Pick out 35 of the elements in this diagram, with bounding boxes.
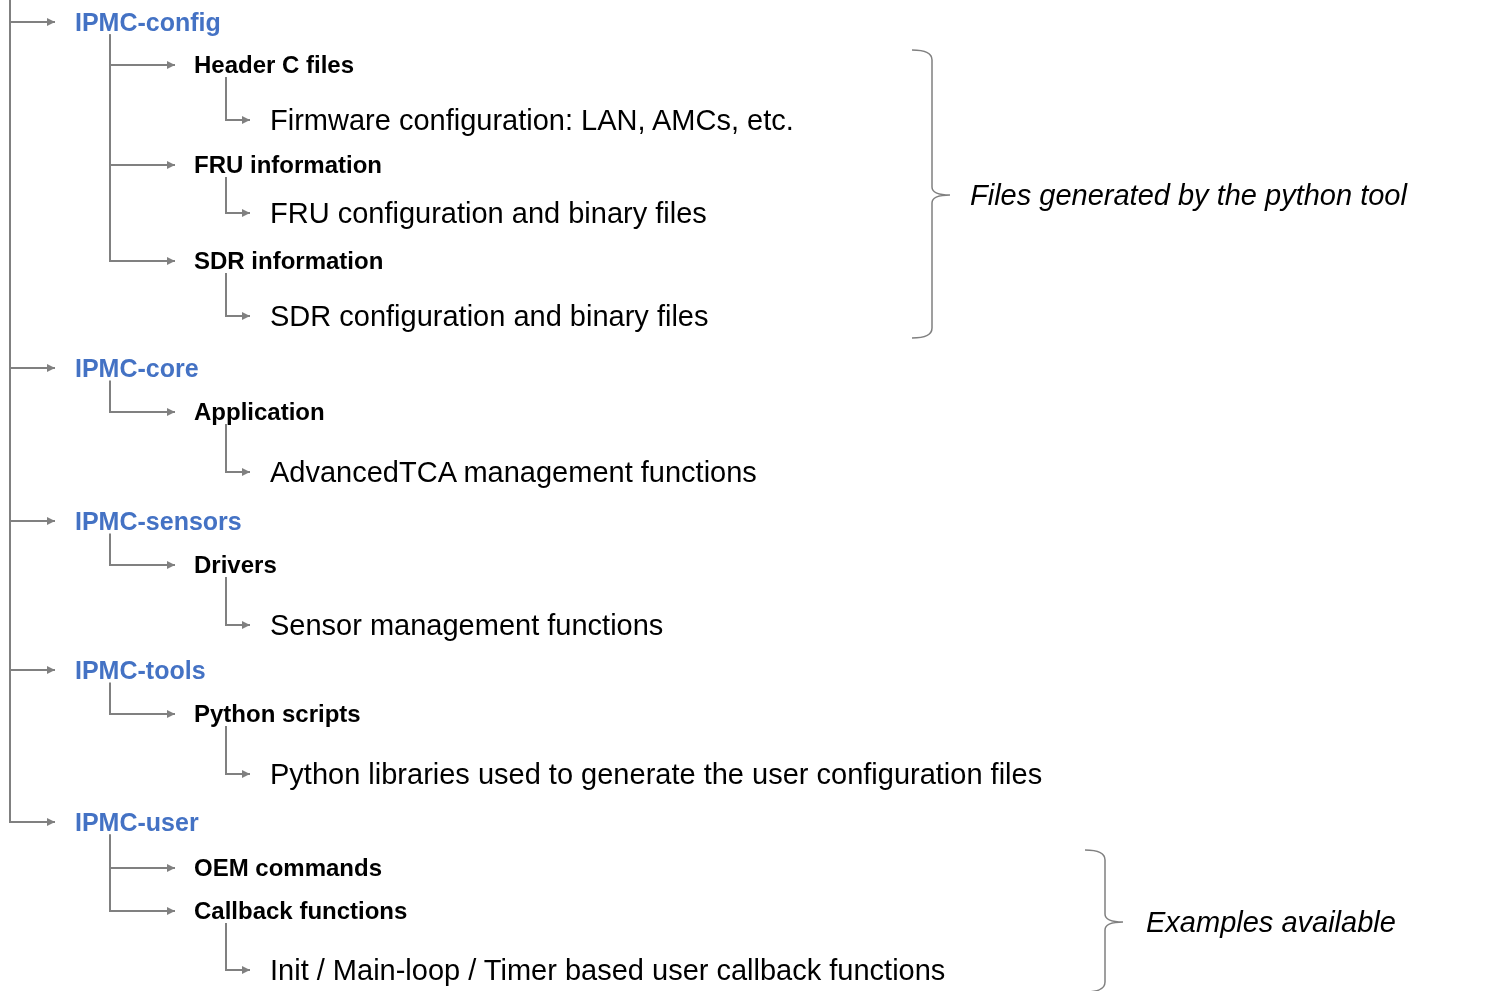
section-heading: Drivers: [194, 551, 277, 579]
annotation-text: Examples available: [1146, 905, 1396, 939]
section-heading: Python scripts: [194, 700, 361, 728]
arrow: [109, 33, 176, 265]
folder-name: IPMC-user: [75, 807, 199, 837]
section-heading: FRU information: [194, 151, 382, 179]
section-heading: OEM commands: [194, 854, 383, 882]
arrow: [225, 725, 251, 778]
section-heading: SDR information: [194, 247, 384, 275]
folder-name: IPMC-tools: [75, 655, 206, 685]
description-text: SDR configuration and binary files: [270, 299, 709, 333]
arrow: [225, 76, 251, 124]
description-text: FRU configuration and binary files: [270, 196, 707, 230]
description-text: Init / Main-loop / Timer based user callback functions: [270, 953, 946, 987]
section-heading: Callback functions: [194, 897, 408, 925]
description-text: Sensor management functions: [270, 608, 664, 642]
folder-name: IPMC-sensors: [75, 506, 242, 536]
description-text: AdvancedTCA management functions: [270, 455, 757, 489]
description-text: Firmware configuration: LAN, AMCs, etc.: [270, 103, 794, 137]
arrow: [9, 0, 56, 826]
arrow: [225, 272, 251, 320]
annotation-text: Files generated by the python tool: [970, 178, 1407, 212]
arrow: [225, 576, 251, 629]
arrow: [109, 379, 176, 416]
arrow: [109, 681, 176, 718]
arrow: [109, 532, 176, 569]
arrow: [225, 176, 251, 217]
folder-name: IPMC-core: [75, 353, 199, 383]
arrow: [225, 423, 251, 476]
section-heading: Header C files: [194, 51, 355, 79]
arrow: [109, 833, 176, 915]
section-heading: Application: [194, 398, 325, 426]
arrow: [225, 922, 251, 974]
folder-name: IPMC-config: [75, 7, 221, 37]
description-text: Python libraries used to generate the user configuration files: [270, 757, 1043, 791]
